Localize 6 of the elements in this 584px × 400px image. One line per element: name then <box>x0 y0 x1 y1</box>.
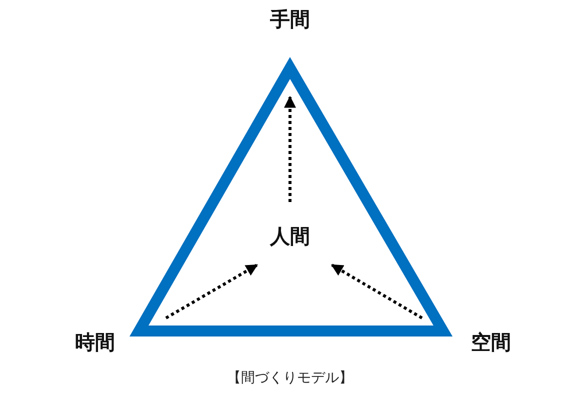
corner-label: 手間 <box>270 8 310 30</box>
corner-label: 時間 <box>75 331 115 353</box>
center-label: 人間 <box>270 225 310 247</box>
dotted-arrow <box>284 96 296 202</box>
corner-label: 空間 <box>471 331 511 353</box>
caption: 【間づくりモデル】 <box>227 369 353 387</box>
